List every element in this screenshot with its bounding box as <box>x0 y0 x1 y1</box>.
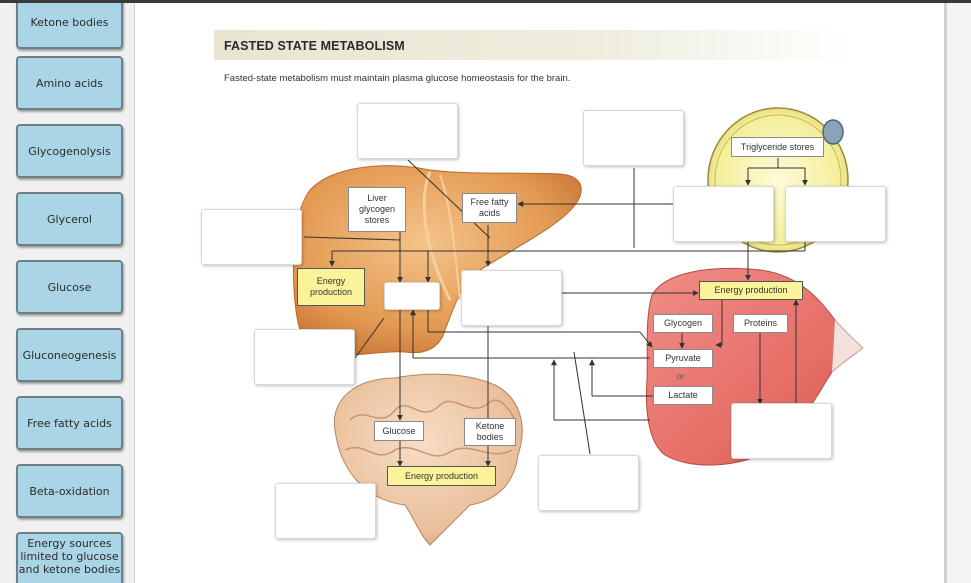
liver-illustration <box>292 165 582 356</box>
tile-amino-acids[interactable]: Amino acids <box>16 56 123 110</box>
label-proteins: Proteins <box>733 314 788 333</box>
drop-zone-10[interactable] <box>538 455 639 511</box>
drop-zone-11[interactable] <box>275 483 376 539</box>
label-ketone-bodies-brain: Ketone bodies <box>464 418 516 446</box>
tile-energy-sources[interactable]: Energy sources limited to glucose and ke… <box>16 532 123 583</box>
tile-label: Glycerol <box>47 212 92 226</box>
tile-ketone-bodies[interactable]: Ketone bodies <box>16 3 123 49</box>
drop-zone-2[interactable] <box>583 110 684 166</box>
label-glucose-brain: Glucose <box>374 421 424 441</box>
tile-glucose[interactable]: Glucose <box>16 260 123 314</box>
tile-label: Free fatty acids <box>27 416 112 430</box>
label-energy-production-liver: Energy production <box>297 268 365 306</box>
brain-illustration <box>333 373 523 546</box>
label-liver-glycogen: Liver glycogen stores <box>348 187 406 232</box>
label-triglyceride-stores: Triglyceride stores <box>731 137 824 157</box>
tile-gluconeogenesis[interactable]: Gluconeogenesis <box>16 328 123 382</box>
title-band <box>214 30 854 60</box>
drop-zone-1[interactable] <box>357 103 458 159</box>
right-divider <box>944 3 947 583</box>
drop-zone-9[interactable] <box>731 403 832 459</box>
tile-glycerol[interactable]: Glycerol <box>16 192 123 246</box>
tile-label: Beta-oxidation <box>29 484 110 498</box>
drop-zone-5[interactable] <box>785 186 886 242</box>
tile-glycogenolysis[interactable]: Glycogenolysis <box>16 124 123 178</box>
page-title: FASTED STATE METABOLISM <box>224 39 405 53</box>
label-free-fatty-acids: Free fatty acids <box>462 193 517 223</box>
answer-bank: Ketone bodies Amino acids Glycogenolysis… <box>0 3 135 583</box>
top-border <box>0 0 971 3</box>
page-subtitle: Fasted-state metabolism must maintain pl… <box>224 73 571 84</box>
drop-zone-7[interactable] <box>384 282 440 310</box>
tile-label: Amino acids <box>35 76 104 90</box>
right-margin <box>947 3 971 583</box>
drop-zone-4[interactable] <box>673 186 774 242</box>
label-pyruvate: Pyruvate <box>653 349 713 368</box>
tile-label: Glycogenolysis <box>28 144 111 158</box>
label-lactate: Lactate <box>653 386 713 405</box>
tile-label: Energy sources limited to glucose and ke… <box>18 537 121 576</box>
tile-label: Gluconeogenesis <box>22 348 117 362</box>
label-energy-production-brain: Energy production <box>387 466 496 486</box>
tile-beta-oxidation[interactable]: Beta-oxidation <box>16 464 123 518</box>
label-energy-production-muscle: Energy production <box>699 281 803 300</box>
drop-zone-8[interactable] <box>254 329 355 385</box>
drop-zone-6[interactable] <box>461 270 562 326</box>
label-or: or <box>677 372 685 381</box>
tile-label: Ketone bodies <box>30 15 109 29</box>
label-glycogen: Glycogen <box>653 314 713 333</box>
tile-free-fatty-acids[interactable]: Free fatty acids <box>16 396 123 450</box>
tile-label: Glucose <box>47 280 92 294</box>
drop-zone-3[interactable] <box>201 209 302 265</box>
